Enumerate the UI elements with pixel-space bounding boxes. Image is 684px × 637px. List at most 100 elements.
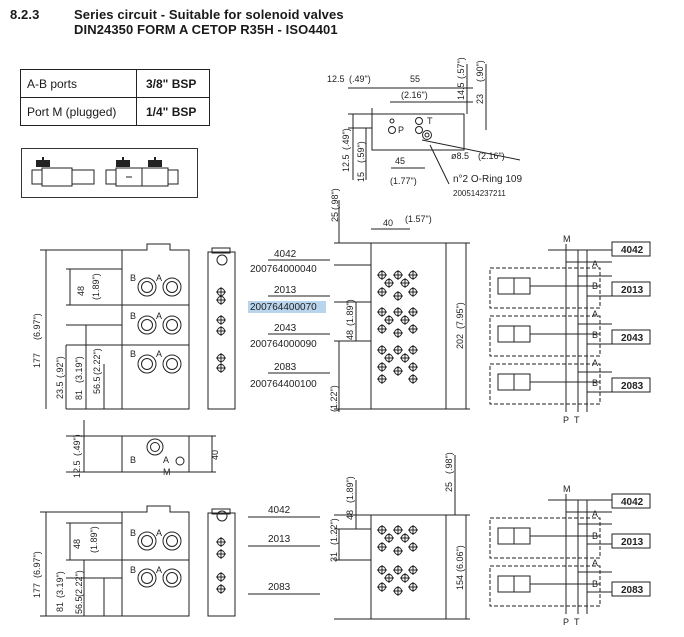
lower-subplate-view: 25 (.98") 48 (1.89") 31 (1.22") 154 (6.0… (329, 452, 470, 620)
schematic-label: B (592, 330, 598, 340)
dim-text: 177 (32, 353, 42, 368)
dim-text: 81 (74, 390, 84, 400)
dim-text: 45 (395, 156, 405, 166)
dim-text: (.49") (72, 434, 82, 456)
port-label: T (427, 116, 433, 126)
upper-subplate-view: 25 (.98") 40 (1.57") 48 (1.89") 202 (7.9… (329, 188, 470, 412)
part-number: 200764000090 (250, 339, 317, 350)
dim-text: (3.19") (55, 571, 65, 598)
port-spec-table: A-B ports 3/8" BSP Port M (plugged) 1/4"… (20, 69, 210, 126)
dim-text: (6.97") (32, 313, 42, 340)
port-label: B (130, 455, 136, 465)
dim-text: (7.95") (455, 302, 465, 329)
schematic-code: 2083 (621, 381, 644, 392)
part-number: 200764400100 (250, 379, 317, 390)
dim-text: 31 (329, 552, 339, 562)
upper-hydraulic-schematic: 4042 2013 2043 2083 M A B A B A B P T (489, 234, 651, 425)
schematic-label: P (563, 415, 569, 425)
model-code: 2083 (274, 362, 297, 373)
lower-front-view: B A B A 48 (1.89") 177 (6.97") 81 (3.19"… (32, 505, 190, 617)
port-label: B (130, 311, 136, 321)
dim-text: 23 (475, 94, 485, 104)
dim-text: (2.22") (92, 348, 102, 375)
lower-side-view (207, 508, 236, 617)
dim-text: (1.89") (345, 299, 355, 326)
dim-text: (.98") (444, 452, 454, 474)
solenoid-valve-icon (31, 157, 179, 187)
page-title-line1: Series circuit - Suitable for solenoid v… (74, 7, 344, 22)
port-label: A (156, 528, 162, 538)
dim-text: 177 (32, 583, 42, 598)
dim-text: (1.89") (89, 526, 99, 553)
schematic-label: B (592, 281, 598, 291)
dim-text: 56.5 (92, 376, 102, 394)
dim-text: (.49") (341, 128, 351, 150)
port-label: A (156, 311, 162, 321)
schematic-code: 2083 (621, 585, 644, 596)
part-number: 200764000040 (250, 264, 317, 275)
spec-label: A-B ports (20, 69, 137, 98)
upper-side-view (207, 247, 236, 410)
model-code: 4042 (268, 505, 291, 516)
valve-symbols-box (21, 148, 198, 198)
dim-text: (1.57") (405, 214, 432, 224)
dim-text: (1.22") (329, 518, 339, 545)
dim-text: 12.5 (341, 154, 351, 172)
oring-part-number: 200514237211 (453, 189, 506, 198)
schematic-code: 2043 (621, 333, 644, 344)
schematic-label: M (563, 234, 571, 244)
oring-note: n°2 O-Ring 109 (453, 174, 522, 185)
dim-text: ø8.5 (451, 151, 469, 161)
upper-code-list: 4042 200764000040 2013 200764400070 2043… (248, 249, 330, 390)
top-detail-drawing: 12.5 (.49") 55 (2.16") 14.5 (.57") 23 (.… (327, 57, 522, 198)
schematic-label: A (592, 259, 598, 269)
schematic-label: B (592, 531, 598, 541)
schematic-label: A (592, 509, 598, 519)
dim-text: (.92") (55, 356, 65, 378)
lower-code-list: 4042 2013 2083 (248, 505, 320, 595)
dim-text: (2.16") (401, 90, 428, 100)
port-label: M (163, 467, 171, 477)
dim-text: (1.22") (329, 385, 339, 412)
spec-value: 3/8" BSP (136, 69, 210, 98)
port-label: A (156, 565, 162, 575)
part-number-highlighted: 200764400070 (250, 302, 317, 313)
dim-text: 23.5 (55, 381, 65, 399)
schematic-label: A (592, 358, 598, 368)
dim-text: 48 (345, 330, 355, 340)
dim-text: 48 (72, 539, 82, 549)
dim-text: (6.06") (455, 545, 465, 572)
table-row: Port M (plugged) 1/4" BSP (20, 97, 210, 126)
schematic-code: 4042 (621, 245, 644, 256)
section-number: 8.2.3 (10, 7, 40, 22)
port-label: B (130, 273, 136, 283)
dim-text: 40 (383, 218, 393, 228)
dim-text: (.49") (349, 74, 371, 84)
schematic-label: T (574, 415, 580, 425)
dim-text: (.59") (356, 141, 366, 163)
schematic-label: T (574, 617, 580, 627)
port-label: B (130, 565, 136, 575)
dim-text: 14.5 (456, 82, 466, 100)
dim-text: 48 (345, 510, 355, 520)
port-label: B (130, 528, 136, 538)
subplate-bolt-pattern (376, 524, 419, 597)
dim-text: 12.5 (72, 460, 82, 478)
schematic-label: B (592, 378, 598, 388)
port-label: A (163, 455, 169, 465)
model-code: 2013 (274, 285, 297, 296)
schematic-label: B (592, 579, 598, 589)
dim-text: (3.19") (74, 356, 84, 383)
dim-text: 48 (76, 286, 86, 296)
dim-text: 15 (356, 172, 366, 182)
schematic-label: P (563, 617, 569, 627)
schematic-code: 2013 (621, 537, 644, 548)
subplate-bolt-pattern (376, 269, 419, 385)
schematic-code: 2013 (621, 285, 644, 296)
dim-text: (.90") (475, 60, 485, 82)
dim-text: (1.89") (91, 273, 101, 300)
table-row: A-B ports 3/8" BSP (20, 69, 210, 98)
dim-text: 25 (444, 482, 454, 492)
model-code: 2013 (268, 534, 291, 545)
